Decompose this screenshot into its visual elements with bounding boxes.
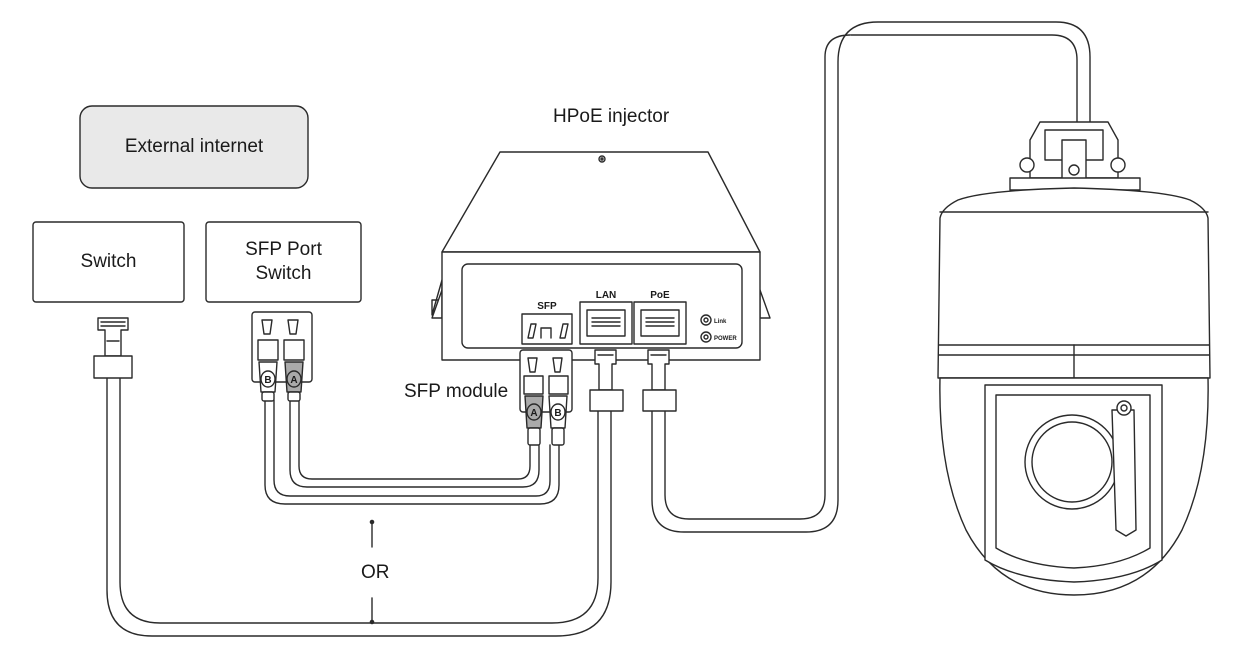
lc-connector-sfp-module xyxy=(519,349,573,446)
fiber-cable xyxy=(264,399,560,505)
connector-a-marker-module xyxy=(526,403,542,421)
ptz-camera xyxy=(937,121,1211,596)
lc-connector-switch xyxy=(251,311,313,402)
poe-cable xyxy=(651,21,1091,533)
connector-a-label-module: A xyxy=(530,408,537,419)
connector-b-label-module: B xyxy=(554,408,561,419)
connector-b-label-switch: B xyxy=(264,375,271,386)
connector-b-marker-switch xyxy=(260,370,276,388)
internet-box-label: External internet xyxy=(124,136,264,157)
sfp-switch-box-label: SFP Port Switch xyxy=(245,239,322,284)
injector-title: HPoE injector xyxy=(553,106,670,127)
rj45-plug-poe xyxy=(642,349,677,412)
utp-cable xyxy=(106,377,612,637)
rj45-plug-switch xyxy=(93,317,133,379)
rj45-plug-lan xyxy=(589,349,624,412)
connector-a-marker-switch xyxy=(286,370,302,388)
hpoe-injector xyxy=(431,151,771,361)
switch-box xyxy=(32,221,185,303)
sfp-switch-box xyxy=(205,221,362,303)
connector-b-marker-module xyxy=(550,403,566,421)
sfp-module-label: SFP module xyxy=(404,381,509,402)
internet-box xyxy=(79,105,309,189)
poe-port-label: PoE xyxy=(650,290,670,301)
lan-port-label: LAN xyxy=(596,290,617,301)
link-led-label: Link xyxy=(714,319,727,325)
switch-box-label: Switch xyxy=(80,251,137,272)
power-led-label: POWER xyxy=(714,336,737,342)
connector-a-label-switch: A xyxy=(290,375,297,386)
or-label: OR xyxy=(361,562,390,583)
sfp-port-label: SFP xyxy=(537,301,557,312)
